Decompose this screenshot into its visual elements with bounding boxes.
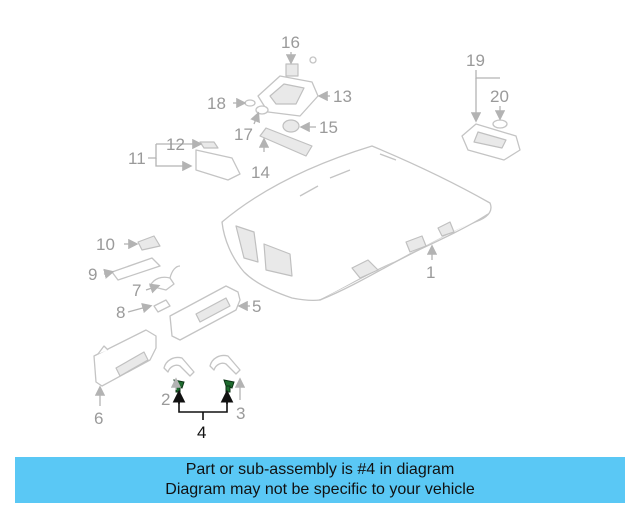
- callout-18: 18: [207, 94, 226, 113]
- callout-20: 20: [490, 87, 509, 106]
- rear-lamp: [461, 119, 521, 161]
- callout-17: 17: [234, 125, 253, 144]
- callout-4: 4: [197, 423, 206, 442]
- callout-2: 2: [161, 390, 170, 409]
- callout-10: 10: [96, 235, 115, 254]
- banner-line-part: Part or sub-assembly is #4 in diagram: [185, 461, 455, 478]
- socket-7: [149, 265, 181, 291]
- assist-grip-2: [163, 356, 195, 377]
- banner-line-disclaimer: Diagram may not be specific to your vehi…: [165, 481, 475, 498]
- leader-lines-part-4: [172, 389, 234, 420]
- clip-18: [244, 99, 256, 107]
- leader-lines: [94, 52, 506, 406]
- lamp-cover-14: [259, 127, 313, 157]
- screw-4-right: [223, 379, 235, 393]
- lens-15: [282, 119, 300, 133]
- bracket-10: [137, 235, 161, 251]
- callout-13: 13: [333, 87, 352, 106]
- bulb-17: [255, 105, 269, 115]
- info-banner: Part or sub-assembly is #4 in diagram Di…: [15, 457, 625, 503]
- callout-14: 14: [251, 163, 270, 182]
- callout-1: 1: [426, 263, 435, 282]
- clip-8: [153, 299, 171, 313]
- vanity-lamp-9: [111, 257, 161, 281]
- callout-11: 11: [128, 149, 146, 168]
- sun-visor-right: [169, 285, 241, 341]
- map-lamp: [195, 141, 241, 181]
- callout-19: 19: [466, 51, 485, 70]
- callout-6: 6: [94, 409, 103, 428]
- headliner: [221, 145, 492, 302]
- callout-3: 3: [236, 404, 245, 423]
- assist-grip-3: [209, 354, 241, 375]
- parts-diagram: 1 2 3 4 5 6 7 8 9 10 11 12 13 14 15 16 1…: [88, 33, 521, 442]
- callout-16: 16: [281, 33, 300, 52]
- sun-visor-left: [93, 329, 157, 387]
- callout-12: 12: [166, 135, 185, 154]
- callout-8: 8: [116, 303, 125, 322]
- callout-15: 15: [319, 118, 338, 137]
- callout-5: 5: [252, 297, 261, 316]
- callout-9: 9: [88, 265, 97, 284]
- callout-7: 7: [132, 281, 141, 300]
